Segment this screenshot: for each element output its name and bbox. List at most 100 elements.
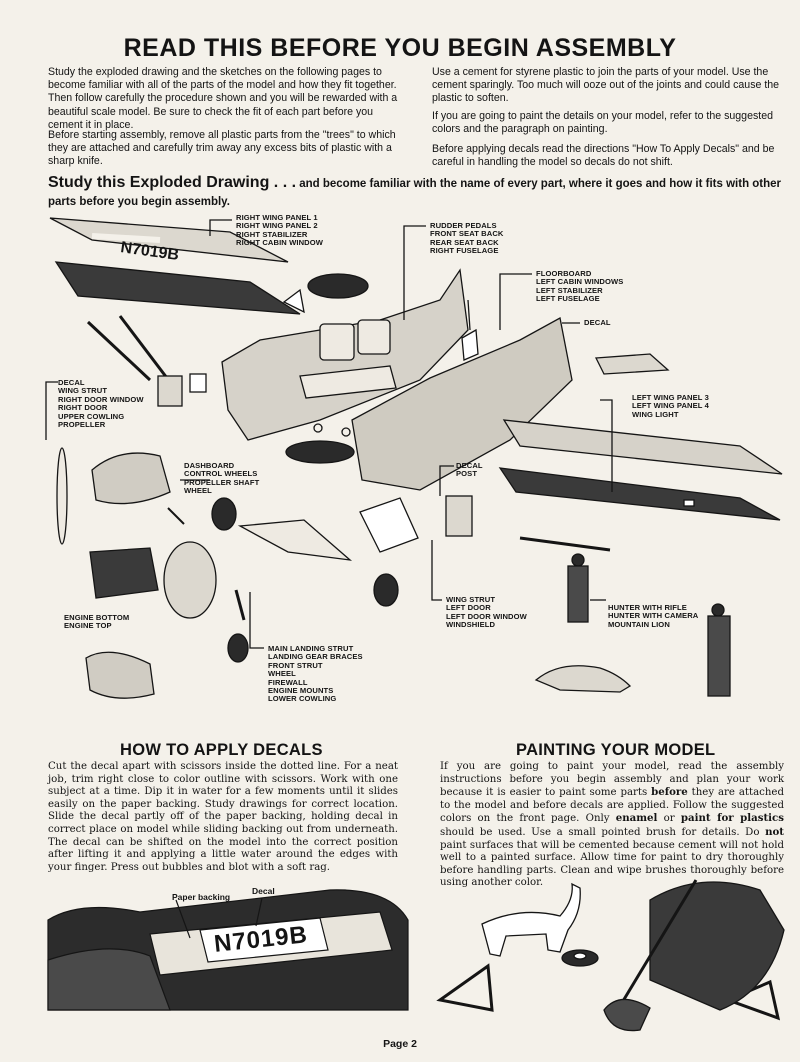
painting-text-2: they are attached to the model and befor…: [440, 787, 784, 825]
label-left-stabilizer: LEFT STABILIZER: [536, 285, 603, 295]
label-wheel-center: WHEEL: [184, 486, 212, 496]
callout-paper-backing: Paper backing: [172, 892, 231, 902]
label-decal-left: DECAL: [58, 378, 85, 387]
wing-light: [683, 499, 695, 507]
intro-right-paragraph-2: If you are going to paint the details on…: [432, 110, 773, 136]
decal-strip: [199, 917, 329, 963]
labels-figures: HUNTER WITH RIFLE HUNTER WITH CAMERA MOU…: [608, 603, 698, 629]
label-right-wing-panel-1: RIGHT WING PANEL 1: [236, 213, 318, 222]
paint-brush: [618, 879, 698, 1007]
study-heading-rest: and become familiar with the name of eve…: [48, 178, 782, 208]
label-decal-top: DECAL: [584, 318, 611, 327]
page-number: Page 2: [383, 1038, 417, 1050]
study-heading-lead: Study this Exploded Drawing . . .: [48, 174, 297, 191]
lower-cowling: [85, 651, 155, 699]
page-title: READ THIS BEFORE YOU BEGIN ASSEMBLY: [123, 34, 677, 62]
label-right-wing-panel-2: RIGHT WING PANEL 2: [236, 221, 318, 231]
right-door: [157, 375, 183, 407]
label-right-door: RIGHT DOOR: [58, 403, 108, 413]
painting-bold-enamel: enamel: [615, 812, 658, 825]
labels-wing-right: LEFT WING PANEL 3 LEFT WING PANEL 4 WING…: [632, 393, 709, 419]
label-left-wing-panel-3: LEFT WING PANEL 3: [632, 393, 709, 402]
mountain-lion-figure: [481, 882, 581, 957]
wheel-left: [211, 497, 237, 531]
painting-text-1: If you are going to paint your model, re…: [440, 761, 784, 799]
label-landing-gear-braces: LANDING GEAR BRACES: [268, 652, 363, 662]
engine-parts: [89, 547, 159, 599]
label-control-wheels: CONTROL WHEELS: [184, 469, 258, 479]
label-lower-cowling: LOWER COWLING: [268, 694, 337, 704]
left-wing-panel-4: [498, 467, 781, 521]
windshield: [359, 497, 419, 553]
right-wing-panel-1: [49, 217, 289, 263]
intro-left-paragraph-1: Study the exploded drawing and the sketc…: [48, 66, 398, 131]
label-engine-top: ENGINE TOP: [64, 621, 112, 631]
label-wing-strut-left: WING STRUT: [58, 386, 108, 396]
callout-decal: Decal: [252, 886, 275, 896]
hunter-with-camera: [707, 615, 731, 697]
label-rear-seat-back: REAR SEAT BACK: [430, 237, 499, 247]
label-right-stabilizer: RIGHT STABILIZER: [236, 229, 308, 239]
right-stabilizer: [282, 288, 305, 314]
label-engine-bottom: ENGINE BOTTOM: [64, 613, 130, 622]
intro-right-paragraph-3: Before applying decals read the directio…: [432, 143, 775, 169]
label-left-door: LEFT DOOR: [446, 603, 491, 613]
main-landing-strut: [237, 519, 353, 561]
label-mountain-lion: MOUNTAIN LION: [608, 619, 670, 629]
left-door: [445, 495, 473, 537]
label-windshield: WINDSHIELD: [446, 620, 496, 630]
painting-text-3: or: [657, 813, 681, 825]
labels-center: DASHBOARD CONTROL WHEELS PROPELLER SHAFT…: [184, 461, 260, 496]
propeller: [56, 447, 68, 545]
label-wing-strut-right: WING STRUT: [446, 595, 496, 604]
labels-door-group: WING STRUT LEFT DOOR LEFT DOOR WINDOW WI…: [446, 595, 527, 630]
label-post: POST: [456, 469, 478, 479]
label-rudder-pedals: RUDDER PEDALS: [430, 221, 497, 230]
painting-bold-before: before: [651, 786, 688, 799]
label-upper-cowling: UPPER COWLING: [58, 411, 125, 421]
right-door-window: [189, 373, 207, 393]
label-wheel-lower: WHEEL: [268, 669, 296, 679]
labels-top-left: RIGHT WING PANEL 1 RIGHT WING PANEL 2 RI…: [236, 213, 323, 248]
hunter-with-rifle: [567, 565, 589, 623]
label-firewall: FIREWALL: [268, 677, 308, 687]
upper-cowling: [91, 452, 171, 505]
label-wing-light: WING LIGHT: [632, 409, 679, 419]
left-wing-panel-3: [502, 419, 783, 475]
firewall: [163, 541, 217, 619]
painting-text-5: paint surfaces that will be cemented bec…: [440, 839, 784, 889]
wheel-lower: [227, 633, 249, 663]
decal-part: [594, 353, 670, 375]
painting-bold-not: not: [765, 825, 784, 838]
study-heading: Study this Exploded Drawing . . . and be…: [48, 174, 788, 211]
wheel-right: [373, 573, 399, 607]
front-seat-back: [319, 323, 355, 361]
label-floorboard: FLOORBOARD: [536, 269, 592, 278]
left-fuselage: [351, 317, 573, 491]
label-left-cabin-windows: LEFT CABIN WINDOWS: [536, 277, 624, 287]
mountain-lion: [534, 665, 632, 693]
labels-top-right: FLOORBOARD LEFT CABIN WINDOWS LEFT STABI…: [536, 269, 624, 304]
painting-text-4: should be used. Use a small pointed brus…: [440, 826, 766, 838]
label-left-wing-panel-4: LEFT WING PANEL 4: [632, 401, 709, 411]
label-hunter-with-rifle: HUNTER WITH RIFLE: [608, 603, 687, 612]
right-cabin-window: [307, 273, 369, 299]
label-right-door-window: RIGHT DOOR WINDOW: [58, 394, 144, 404]
decals-body: Cut the decal apart with scissors inside…: [48, 761, 398, 873]
label-propeller-shaft: PROPELLER SHAFT: [184, 477, 260, 487]
label-left-door-window: LEFT DOOR WINDOW: [446, 611, 527, 621]
labels-top-mid: RUDDER PEDALS FRONT SEAT BACK REAR SEAT …: [430, 221, 504, 256]
label-left-fuselage: LEFT FUSELAGE: [536, 294, 600, 304]
label-engine-mounts: ENGINE MOUNTS: [268, 686, 334, 696]
labels-left-side: DECAL WING STRUT RIGHT DOOR WINDOW RIGHT…: [58, 378, 144, 430]
label-propeller: PROPELLER: [58, 420, 106, 430]
label-decal-center: DECAL: [456, 461, 483, 470]
label-front-seat-back: FRONT SEAT BACK: [430, 229, 504, 239]
rear-seat-back: [357, 319, 391, 355]
labels-decal-post: DECAL POST: [456, 461, 483, 479]
paint-triangle-left: [436, 963, 494, 1012]
label-dashboard: DASHBOARD: [184, 461, 235, 470]
